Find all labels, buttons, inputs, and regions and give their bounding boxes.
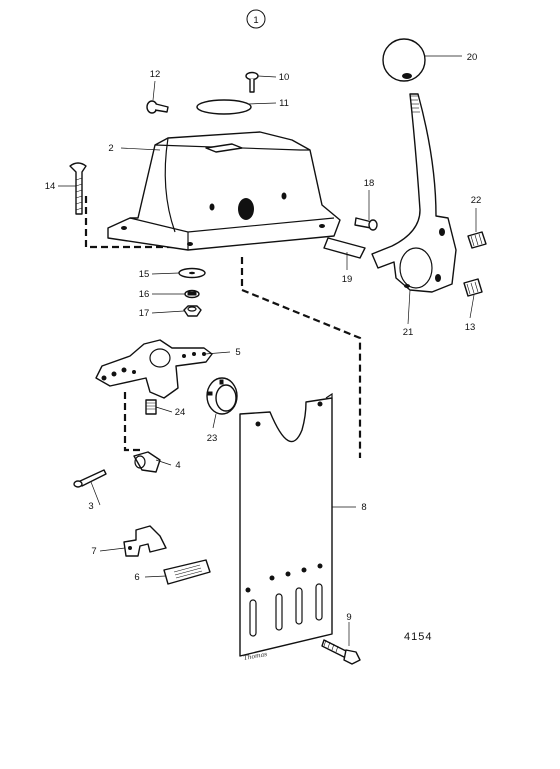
callout-24: 24 xyxy=(175,407,186,418)
callout-14: 14 xyxy=(45,181,56,192)
gear-housing xyxy=(107,131,341,251)
gear-knob xyxy=(382,38,426,82)
group-marker: 1 xyxy=(246,9,266,29)
callout-19: 19 xyxy=(342,274,353,285)
callout-9: 9 xyxy=(346,612,351,623)
set-screw-upper xyxy=(467,231,487,249)
spring-washer xyxy=(184,289,200,299)
lever-screw xyxy=(354,217,378,231)
callout-3: 3 xyxy=(88,501,93,512)
callout-4: 4 xyxy=(175,460,180,471)
svg-text:1: 1 xyxy=(253,15,258,26)
lever-bracket xyxy=(95,339,213,399)
callout-7: 7 xyxy=(91,546,96,557)
callout-15: 15 xyxy=(139,269,150,280)
bushing xyxy=(206,377,238,415)
callout-22: 22 xyxy=(471,195,482,206)
callout-labels: 2 3 4 5 6 7 8 9 10 11 12 13 14 15 16 17 … xyxy=(45,52,482,623)
callout-16: 16 xyxy=(139,289,150,300)
bracket-pin xyxy=(145,399,157,415)
gasket xyxy=(196,99,252,115)
flat-washer xyxy=(178,267,206,279)
top-screw xyxy=(245,71,259,93)
callout-2: 2 xyxy=(108,143,113,154)
callout-23: 23 xyxy=(207,433,218,444)
pivot-pin xyxy=(323,237,366,259)
callout-5: 5 xyxy=(235,347,240,358)
plate-bolt xyxy=(321,639,361,665)
cable-clip xyxy=(123,525,167,557)
callout-11: 11 xyxy=(279,98,289,109)
callout-17: 17 xyxy=(139,308,150,319)
artist-signature: Thomas xyxy=(243,651,268,662)
shim-plate xyxy=(163,559,211,585)
assembly-guide-lines xyxy=(84,196,362,458)
side-screw xyxy=(146,100,169,114)
hex-nut xyxy=(183,305,202,317)
leader-lines xyxy=(58,55,477,646)
callout-21: 21 xyxy=(403,327,414,338)
long-bolt xyxy=(69,162,87,215)
split-pin xyxy=(73,469,107,488)
clevis-pin xyxy=(133,451,161,473)
callout-8: 8 xyxy=(361,502,366,513)
drawing-number: 4154 xyxy=(404,631,432,643)
callout-12: 12 xyxy=(150,69,161,80)
set-screw-lower xyxy=(463,278,483,297)
callout-18: 18 xyxy=(364,178,375,189)
callout-13: 13 xyxy=(465,322,476,333)
mounting-plate xyxy=(239,392,333,657)
gear-lever xyxy=(371,93,457,293)
callout-20: 20 xyxy=(467,52,478,63)
callout-6: 6 xyxy=(134,572,139,583)
callout-10: 10 xyxy=(279,72,290,83)
